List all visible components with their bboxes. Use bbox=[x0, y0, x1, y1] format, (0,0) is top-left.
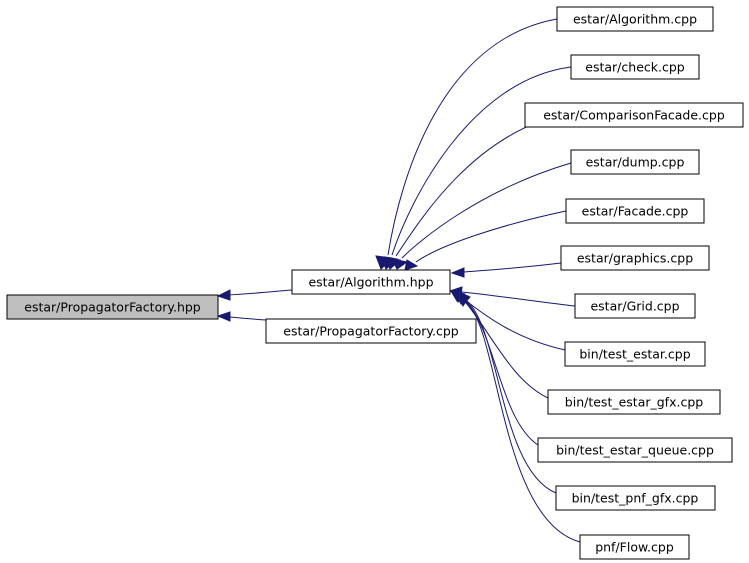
node-comparison-facade-cpp[interactable]: estar/ComparisonFacade.cpp bbox=[524, 102, 744, 128]
node-dump-cpp[interactable]: estar/dump.cpp bbox=[570, 149, 700, 175]
edge-flow-cpp-to-algorithm-hpp bbox=[454, 293, 581, 543]
node-facade-cpp[interactable]: estar/Facade.cpp bbox=[565, 198, 705, 224]
edge-graphics-cpp-to-algorithm-hpp bbox=[450, 262, 562, 278]
edge-test-estar-queue-cpp-to-algorithm-hpp bbox=[454, 291, 539, 446]
node-label: estar/PropagatorFactory.hpp bbox=[24, 300, 201, 315]
edge-comparison-facade-cpp-to-algorithm-hpp bbox=[384, 115, 557, 270]
node-label: estar/Algorithm.cpp bbox=[573, 12, 697, 27]
node-label: pnf/Flow.cpp bbox=[595, 540, 674, 555]
node-label: estar/ComparisonFacade.cpp bbox=[543, 108, 725, 123]
node-test-pnf-gfx-cpp[interactable]: bin/test_pnf_gfx.cpp bbox=[555, 485, 716, 511]
node-grid-cpp[interactable]: estar/Grid.cpp bbox=[574, 293, 696, 319]
node-algorithm-cpp[interactable]: estar/Algorithm.cpp bbox=[556, 6, 714, 32]
node-test-estar-gfx-cpp[interactable]: bin/test_estar_gfx.cpp bbox=[547, 389, 721, 415]
node-label: bin/test_pnf_gfx.cpp bbox=[572, 491, 699, 506]
edge-propagator-factory-cpp-to-root bbox=[216, 311, 267, 322]
node-label: estar/Grid.cpp bbox=[590, 299, 679, 314]
node-test-estar-queue-cpp[interactable]: bin/test_estar_queue.cpp bbox=[537, 437, 733, 463]
node-test-estar-cpp[interactable]: bin/test_estar.cpp bbox=[564, 341, 706, 367]
edge-facade-cpp-to-algorithm-hpp bbox=[404, 210, 567, 271]
node-propagator-factory-hpp[interactable]: estar/PropagatorFactory.hpp bbox=[6, 294, 219, 320]
node-label: estar/graphics.cpp bbox=[577, 251, 693, 266]
node-label: bin/test_estar_queue.cpp bbox=[556, 443, 714, 458]
edge-test-estar-gfx-cpp-to-algorithm-hpp bbox=[451, 290, 549, 399]
node-label: estar/check.cpp bbox=[585, 60, 684, 75]
node-flow-cpp[interactable]: pnf/Flow.cpp bbox=[579, 534, 690, 560]
node-graphics-cpp[interactable]: estar/graphics.cpp bbox=[560, 245, 710, 271]
node-label: bin/test_estar_gfx.cpp bbox=[565, 395, 703, 410]
node-algorithm-hpp[interactable]: estar/Algorithm.hpp bbox=[291, 269, 451, 295]
node-label: estar/PropagatorFactory.cpp bbox=[283, 324, 458, 339]
edge-algorithm-hpp-to-root bbox=[216, 289, 293, 301]
edge-algorithm-cpp-to-algorithm-hpp bbox=[375, 18, 558, 270]
node-check-cpp[interactable]: estar/check.cpp bbox=[570, 54, 700, 80]
node-label: estar/Facade.cpp bbox=[582, 204, 689, 219]
node-label: estar/Algorithm.hpp bbox=[308, 275, 433, 290]
node-label: bin/test_estar.cpp bbox=[579, 347, 690, 362]
node-label: estar/dump.cpp bbox=[586, 155, 685, 170]
node-propagator-factory-cpp[interactable]: estar/PropagatorFactory.cpp bbox=[265, 318, 477, 344]
edge-dump-cpp-to-algorithm-hpp bbox=[391, 162, 572, 270]
